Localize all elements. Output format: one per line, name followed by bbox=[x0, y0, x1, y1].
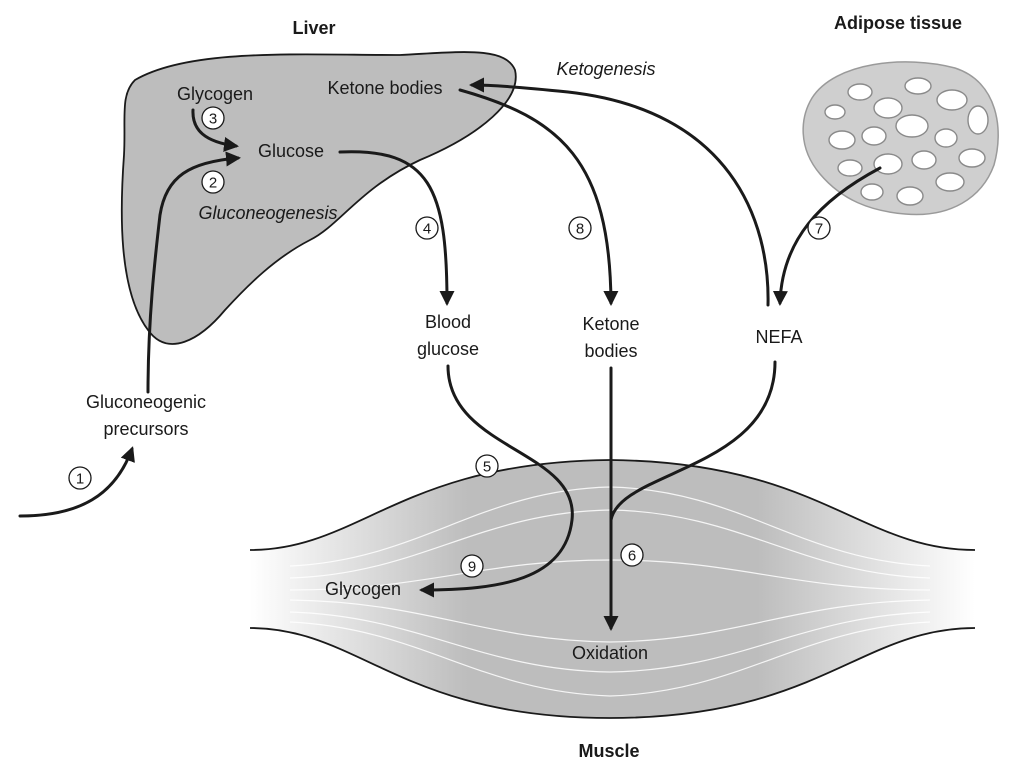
nefa-merge-line bbox=[609, 360, 777, 522]
precursors-label-line1: Gluconeogenic bbox=[86, 392, 206, 412]
step-3-marker: 3 bbox=[201, 106, 225, 130]
muscle-glycogen-label: Glycogen bbox=[325, 579, 401, 599]
step-4-marker: 4 bbox=[415, 216, 439, 240]
precursors-label-line2: precursors bbox=[103, 419, 188, 439]
liver-glucose-label: Glucose bbox=[258, 141, 324, 161]
blood-ketone-label-line1: Ketone bbox=[582, 314, 639, 334]
step-5: 5 bbox=[483, 459, 491, 476]
oxidation-label: Oxidation bbox=[572, 643, 648, 663]
arrow-ketogenesis bbox=[469, 77, 770, 307]
step-7-marker: 7 bbox=[807, 216, 831, 240]
blood-glucose-label-line2: glucose bbox=[417, 339, 479, 359]
fat-cells bbox=[824, 77, 989, 206]
liver-glycogen-label: Glycogen bbox=[177, 84, 253, 104]
blood-ketone-label-line2: bodies bbox=[584, 341, 637, 361]
arrow-3 bbox=[191, 108, 239, 152]
step-3: 3 bbox=[209, 111, 217, 128]
step-9: 9 bbox=[468, 559, 476, 576]
muscle-outline-bottom bbox=[249, 627, 976, 719]
step-1: 1 bbox=[76, 471, 84, 488]
liver-ketone-bodies-label: Ketone bodies bbox=[327, 78, 442, 98]
arrow-8 bbox=[458, 88, 619, 306]
liver-title: Liver bbox=[292, 18, 335, 38]
arrow-1 bbox=[18, 446, 135, 518]
arrow-2 bbox=[146, 151, 241, 394]
nefa-label: NEFA bbox=[755, 327, 802, 347]
adipose-title: Adipose tissue bbox=[834, 13, 962, 33]
blood-glucose-label-line1: Blood bbox=[425, 312, 471, 332]
step-7: 7 bbox=[815, 221, 823, 238]
step-6-marker: 6 bbox=[620, 543, 644, 567]
gluconeogenesis-label: Gluconeogenesis bbox=[198, 203, 337, 223]
step-8: 8 bbox=[576, 221, 584, 238]
step-1-marker: 1 bbox=[68, 466, 92, 490]
step-8-marker: 8 bbox=[568, 216, 592, 240]
step-5-marker: 5 bbox=[475, 454, 499, 478]
ketogenesis-label: Ketogenesis bbox=[556, 59, 655, 79]
muscle-title: Muscle bbox=[578, 741, 639, 761]
arrow-4 bbox=[338, 150, 455, 306]
arrow-5 bbox=[419, 364, 574, 598]
step-4: 4 bbox=[423, 221, 431, 238]
step-2-marker: 2 bbox=[201, 170, 225, 194]
step-2: 2 bbox=[209, 175, 217, 192]
step-6: 6 bbox=[628, 548, 636, 565]
step-9-marker: 9 bbox=[460, 554, 484, 578]
